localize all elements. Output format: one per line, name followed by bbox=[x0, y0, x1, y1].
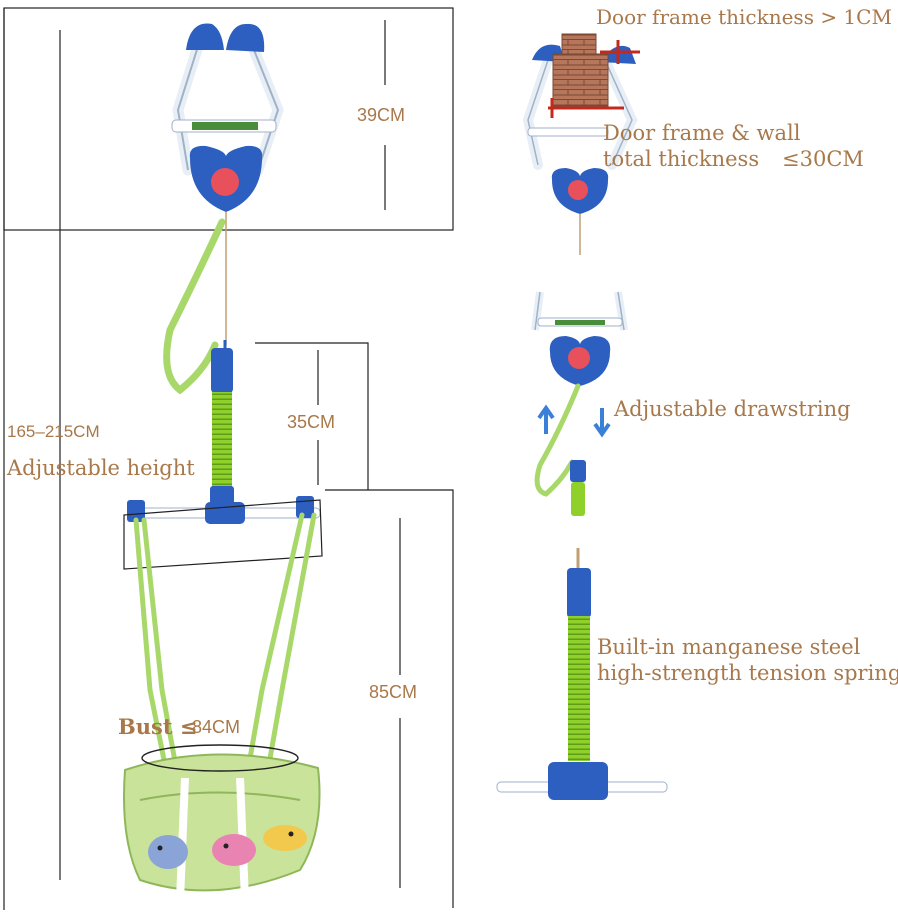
pig-toy bbox=[212, 834, 256, 866]
bust-value-label: 84CM bbox=[192, 717, 241, 737]
dim-85-label: 85CM bbox=[369, 682, 418, 702]
door-clamp bbox=[171, 23, 284, 345]
drawstring-detail bbox=[531, 291, 628, 516]
adjustable-drawstring-label: Adjustable drawstring bbox=[614, 397, 851, 421]
door-frame-wall-label: Door frame & wall bbox=[603, 121, 801, 145]
tension-spring bbox=[210, 340, 234, 506]
total-thickness-value: ≤30CM bbox=[782, 147, 864, 171]
height-range-label: 165–215CM bbox=[7, 422, 100, 441]
jumper-seat bbox=[123, 744, 321, 901]
dim-85-box bbox=[325, 489, 454, 908]
giraffe-toy bbox=[263, 825, 307, 851]
arrow-up-icon bbox=[537, 404, 555, 434]
arrow-down-icon bbox=[593, 408, 611, 438]
spring-detail bbox=[496, 548, 668, 800]
bust-prefix-label: Bust ≤ bbox=[118, 714, 198, 739]
crossbar-outline bbox=[123, 499, 323, 570]
bust-ring bbox=[141, 744, 299, 772]
elephant-toy bbox=[148, 835, 188, 869]
door-frame-detail bbox=[522, 33, 640, 255]
dim-35-box bbox=[255, 342, 369, 490]
seat-straps bbox=[133, 512, 317, 783]
spring-label-line2: high-strength tension spring bbox=[597, 661, 898, 685]
door-frame-thickness-label: Door frame thickness > 1CM bbox=[596, 5, 892, 29]
drawstring-strap bbox=[163, 218, 226, 395]
total-thickness-label: total thickness bbox=[603, 147, 760, 171]
dim-35-label: 35CM bbox=[287, 412, 336, 432]
spring-label-line1: Built-in manganese steel bbox=[597, 635, 861, 659]
adjustable-height-label: Adjustable height bbox=[7, 456, 195, 480]
dim-39-label: 39CM bbox=[357, 105, 406, 125]
